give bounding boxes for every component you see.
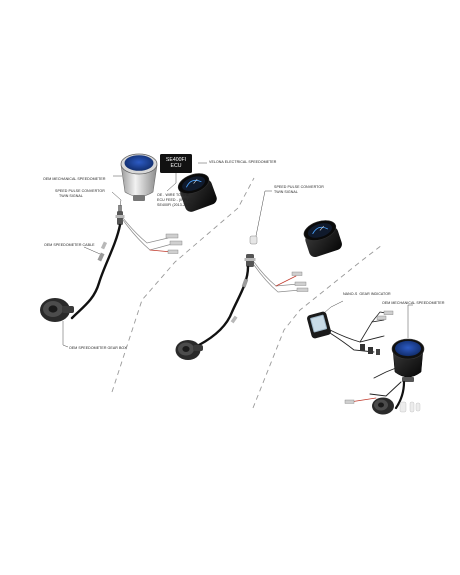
pulse-converter-b [244, 235, 258, 267]
wiring-a [122, 217, 183, 254]
velona-speedometer-b [303, 220, 342, 258]
oem-mechanical-speedometer-a [120, 153, 158, 201]
label-velona-electrical-speedometer: VELONA ELECTRICAL SPEEDOMETER [209, 160, 277, 164]
label-oem-speedometer-gear-box: OEM SPEEDOMETER GEAR BOX [69, 346, 127, 350]
label-oem-mechanical-speedometer-c: OEM MECHANICAL SPEEDOMETER [382, 301, 445, 305]
oem-cable-b [197, 265, 250, 347]
label-oem-speedometer-cable: OEM SPEEDOMETER CABLE [44, 243, 95, 247]
fittings-c [399, 401, 421, 413]
label-nano-gear-indicator: NANO-S GEAR INDICATOR [343, 292, 391, 296]
group-b [175, 190, 342, 360]
label-twin-signal-a: TWIN SIGNAL [59, 194, 83, 198]
label-speed-pulse-convertor-a: SPEED PULSE CONVERTOR [55, 189, 105, 193]
label-ecu-note-line1: OE . WIRE TO THE [157, 193, 190, 197]
leaders-b [255, 190, 272, 237]
ecu-label: ECU [170, 163, 182, 169]
gear-box-a [40, 298, 74, 322]
label-ecu-note-line2: ECU FEED - (INPUT) [157, 198, 193, 202]
section-dividers [111, 177, 383, 409]
divider-left [111, 177, 255, 393]
divider-right [252, 244, 383, 409]
oem-cable-a [70, 223, 122, 320]
label-oem-mechanical-speedometer-a: OEM MECHANICAL SPEEDOMETER [43, 177, 106, 181]
velona-speedometer-a [177, 173, 217, 212]
label-twin-signal-b: TWIN SIGNAL [274, 190, 298, 194]
gear-box-b [175, 340, 203, 360]
oem-cable-c [394, 380, 406, 410]
pulse-converter-a [115, 205, 125, 225]
label-ecu-note-line3: SE400FI (2013-2018) [157, 203, 193, 207]
label-speed-pulse-convertor-b: SPEED PULSE CONVERTOR [274, 185, 324, 189]
group-c [307, 300, 425, 415]
wiring-c [329, 310, 402, 404]
oem-mechanical-speedometer-c [391, 338, 425, 382]
nano-gear-indicator [307, 311, 331, 339]
leaders-c [323, 300, 413, 338]
gear-box-c [372, 397, 394, 415]
wiring-b [253, 261, 309, 293]
group-a [40, 153, 217, 348]
ecu-model-label: SE400FI [165, 157, 187, 163]
leaders-a [62, 162, 207, 348]
ecu-box: SE400FI ECU [160, 154, 192, 173]
